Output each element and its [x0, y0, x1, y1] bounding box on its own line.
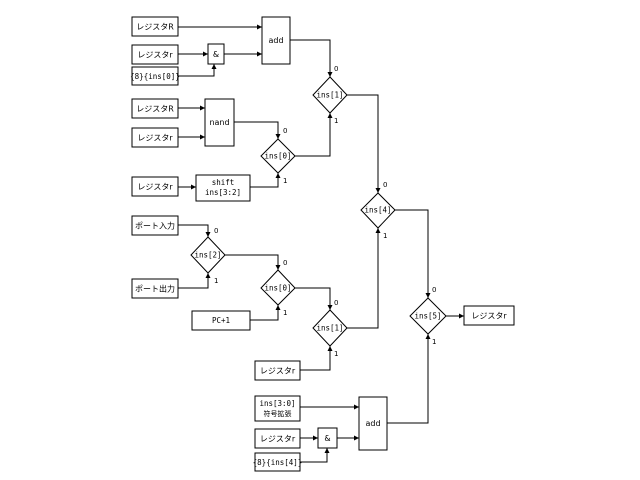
mux-ins5-label: ins[5]	[414, 312, 441, 321]
imm-ins0-label: {8}{ins[0]}	[130, 72, 180, 81]
sext-label-2: 符号拡張	[264, 409, 292, 418]
wires	[178, 24, 464, 463]
mux-ins0-bottom: ins[0] 0 1	[260, 259, 296, 317]
wire-mux0b-mux1b	[295, 287, 333, 310]
nand-label: nand	[209, 118, 229, 127]
reg-R-2-label: レジスタR	[136, 105, 174, 114]
wire-portout-mux2	[178, 273, 211, 289]
shift-label-2: ins[3:2]	[205, 188, 241, 197]
mux-ins2-port1: 1	[214, 277, 218, 285]
mux-ins5: ins[5] 0 1	[409, 286, 447, 346]
mux-ins4-port0: 0	[383, 181, 387, 189]
wire-regr4-mux1b	[300, 346, 333, 371]
mux-ins1-top-port0: 0	[334, 65, 338, 73]
mux-ins5-port0: 0	[432, 286, 436, 294]
block-shift: shift ins[3:2]	[195, 174, 251, 202]
mux-ins2-port0: 0	[214, 227, 218, 235]
block-dest-register: レジスタr	[463, 305, 515, 326]
port-out-label: ポート出力	[135, 284, 175, 294]
reg-r-5-label: レジスタr	[260, 435, 296, 444]
block-reg-r-5: レジスタr	[254, 428, 301, 449]
mux-ins0-bottom-port0: 0	[283, 259, 287, 267]
mux-ins4-port1: 1	[383, 232, 387, 240]
mux-ins0-bottom-port1: 1	[283, 309, 287, 317]
wire-mux1b-mux4	[347, 228, 381, 329]
reg-r-3-label: レジスタr	[137, 183, 173, 192]
and-1-label: &	[213, 50, 219, 59]
block-reg-r-4: レジスタr	[254, 360, 301, 381]
wire-add2-mux5	[387, 334, 431, 424]
mux-ins1-top-port1: 1	[334, 117, 338, 125]
block-reg-R-1: レジスタR	[131, 16, 179, 37]
mux-ins0-top-port0: 0	[283, 127, 287, 135]
reg-r-2-label: レジスタr	[137, 134, 173, 143]
and-2-label: &	[324, 434, 330, 443]
imm-ins4-label: {8}{ins[4]}	[253, 458, 303, 467]
mux-ins4: ins[4] 0 1	[360, 181, 396, 240]
add-1-label: add	[268, 36, 283, 45]
sext-label-1: ins[3:0]	[259, 399, 295, 408]
block-imm-ins0: {8}{ins[0]}	[130, 66, 180, 86]
block-reg-R-2: レジスタR	[131, 98, 179, 119]
wire-mux1-mux4	[347, 94, 381, 193]
wire-add-mux1	[290, 39, 333, 77]
mux-ins0-top-port1: 1	[283, 177, 287, 185]
mux-ins1-top-label: ins[1]	[316, 91, 343, 100]
mux-ins1-top: ins[1] 0 1	[312, 65, 348, 125]
block-nand: nand	[204, 98, 235, 147]
mux-ins4-label: ins[4]	[364, 206, 391, 215]
mux-ins5-port1: 1	[432, 338, 436, 346]
block-pc-plus-1: PC+1	[191, 310, 251, 331]
mux-ins2: ins[2] 0 1	[190, 227, 226, 285]
block-port-out: ポート出力	[131, 278, 179, 299]
block-sign-extend: ins[3:0] 符号拡張	[254, 395, 301, 422]
wire-mux0-mux1	[295, 113, 333, 157]
mux-ins1-bottom: ins[1] 0 1	[312, 299, 348, 358]
wire-nand-mux0	[234, 121, 281, 139]
wire-shift-mux0	[250, 173, 281, 188]
wire-imm4-and2	[300, 448, 330, 463]
reg-r-4-label: レジスタr	[260, 367, 296, 376]
mux-ins0-top: ins[0] 0 1	[260, 127, 296, 185]
mux-ins1-bottom-label: ins[1]	[316, 324, 343, 333]
dest-register-label: レジスタr	[471, 312, 507, 321]
block-reg-r-1: レジスタr	[131, 44, 179, 65]
add-2-label: add	[365, 419, 380, 428]
wire-mux4-mux5	[395, 209, 431, 298]
port-in-label: ポート入力	[135, 221, 175, 231]
mux-ins2-label: ins[2]	[194, 251, 221, 260]
block-and-2: &	[317, 427, 338, 449]
reg-R-1-label: レジスタR	[136, 23, 174, 32]
block-reg-r-2: レジスタr	[131, 127, 179, 148]
block-add-1: add	[261, 16, 291, 65]
block-add-2: add	[358, 396, 388, 451]
mux-ins1-bottom-port0: 0	[334, 299, 338, 307]
wire-portin-mux2	[178, 224, 211, 237]
reg-r-1-label: レジスタr	[137, 51, 173, 60]
pc-plus-1-label: PC+1	[212, 316, 230, 325]
wire-imm0-and	[178, 64, 217, 77]
block-reg-r-3: レジスタr	[131, 176, 179, 197]
wire-mux2-mux0	[225, 254, 281, 270]
block-and-1: &	[207, 43, 225, 65]
mux-ins0-bottom-label: ins[0]	[264, 284, 291, 293]
block-port-in: ポート入力	[131, 215, 179, 236]
mux-ins0-top-label: ins[0]	[264, 152, 291, 161]
mux-ins1-bottom-port1: 1	[334, 350, 338, 358]
block-imm-ins4: {8}{ins[4]}	[253, 452, 303, 472]
shift-label-1: shift	[212, 178, 235, 187]
wire-pc-mux0	[250, 305, 281, 321]
